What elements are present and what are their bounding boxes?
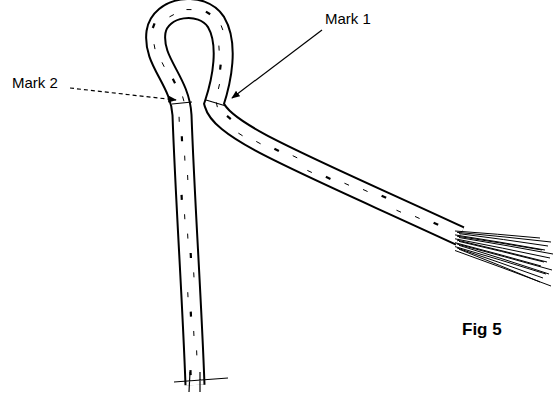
part-label: Mark 1 — [325, 10, 371, 27]
part-label: Mark 2 — [12, 74, 58, 91]
figure-caption: Fig 5 — [462, 320, 502, 340]
leader-line — [70, 88, 176, 100]
rope — [153, 9, 553, 392]
leader-line — [232, 30, 322, 98]
